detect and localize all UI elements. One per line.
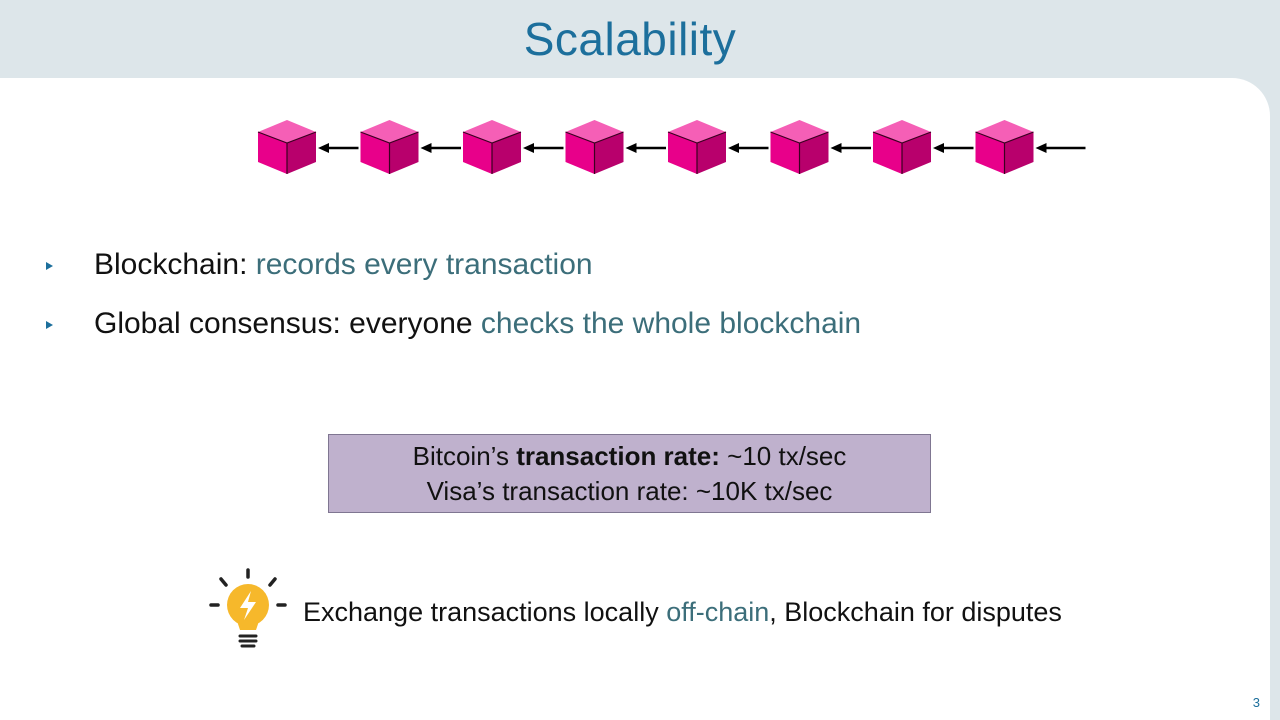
chain-arrow-head (728, 143, 739, 153)
bullet-prefix: Global consensus: everyone (94, 307, 481, 340)
bullet-text: Global consensus: everyone checks the wh… (94, 307, 861, 341)
visa-rate-line: Visa’s transaction rate: ~10K tx/sec (329, 476, 930, 507)
bullet-prefix: Blockchain: (94, 248, 256, 281)
offchain-tip: Exchange transactions locally off-chain,… (303, 597, 1062, 628)
blockchain-diagram (257, 120, 1086, 174)
block-cube-right (902, 132, 931, 174)
tip-highlight: off-chain (666, 597, 770, 627)
bullet-item-blockchain: Blockchain: records every transaction (46, 248, 1146, 307)
slide-title: Scalability (523, 13, 737, 65)
chain-arrow-head (830, 143, 842, 153)
block-cube-left (770, 132, 800, 174)
chain-arrow-head (420, 143, 432, 153)
block-cube-right (697, 132, 726, 174)
chain-arrow-head (625, 143, 637, 153)
chain-arrow-head (318, 143, 329, 153)
lightbulb-icon (209, 568, 287, 648)
bullet-marker-icon (46, 262, 53, 270)
chain-arrow-head (523, 143, 534, 153)
tip-suffix: , Blockchain for disputes (769, 597, 1062, 627)
block-cube-right (1004, 132, 1034, 174)
chain-arrow-head (933, 143, 944, 153)
tip-prefix: Exchange transactions locally (303, 597, 667, 627)
bullet-item-consensus: Global consensus: everyone checks the wh… (46, 307, 1146, 366)
block-cube-right (594, 132, 624, 174)
bitcoin-rate-bold: transaction rate: (516, 441, 720, 471)
bullet-marker-icon (46, 321, 53, 329)
bullet-list: Blockchain: records every transaction Gl… (46, 248, 1146, 366)
block-cube-left (258, 132, 287, 174)
bullet-highlight: checks the whole blockchain (480, 307, 862, 340)
block-cube-right (492, 132, 521, 174)
block-cube-right (799, 132, 829, 174)
chain-arrow-head (1035, 143, 1047, 153)
bitcoin-rate-value: ~10 tx/sec (719, 441, 847, 471)
block-cube-right (389, 132, 419, 174)
block-cube-right (287, 132, 316, 174)
block-cube-left (975, 132, 1005, 174)
block-cube-left (565, 132, 595, 174)
bullet-text: Blockchain: records every transaction (94, 248, 593, 282)
bitcoin-rate-prefix: Bitcoin’s (412, 441, 517, 471)
transaction-rate-box: Bitcoin’s transaction rate: ~10 tx/sec V… (328, 434, 931, 513)
block-cube-left (360, 132, 390, 174)
block-cube-left (463, 132, 492, 174)
visa-rate-text: Visa’s transaction rate: ~10K tx/sec (426, 476, 833, 506)
bullet-highlight: records every transaction (255, 248, 593, 281)
block-cube-left (873, 132, 902, 174)
bitcoin-rate-line: Bitcoin’s transaction rate: ~10 tx/sec (329, 441, 930, 472)
content-panel (0, 78, 1270, 720)
page-number: 3 (1252, 695, 1260, 710)
block-cube-left (668, 132, 697, 174)
